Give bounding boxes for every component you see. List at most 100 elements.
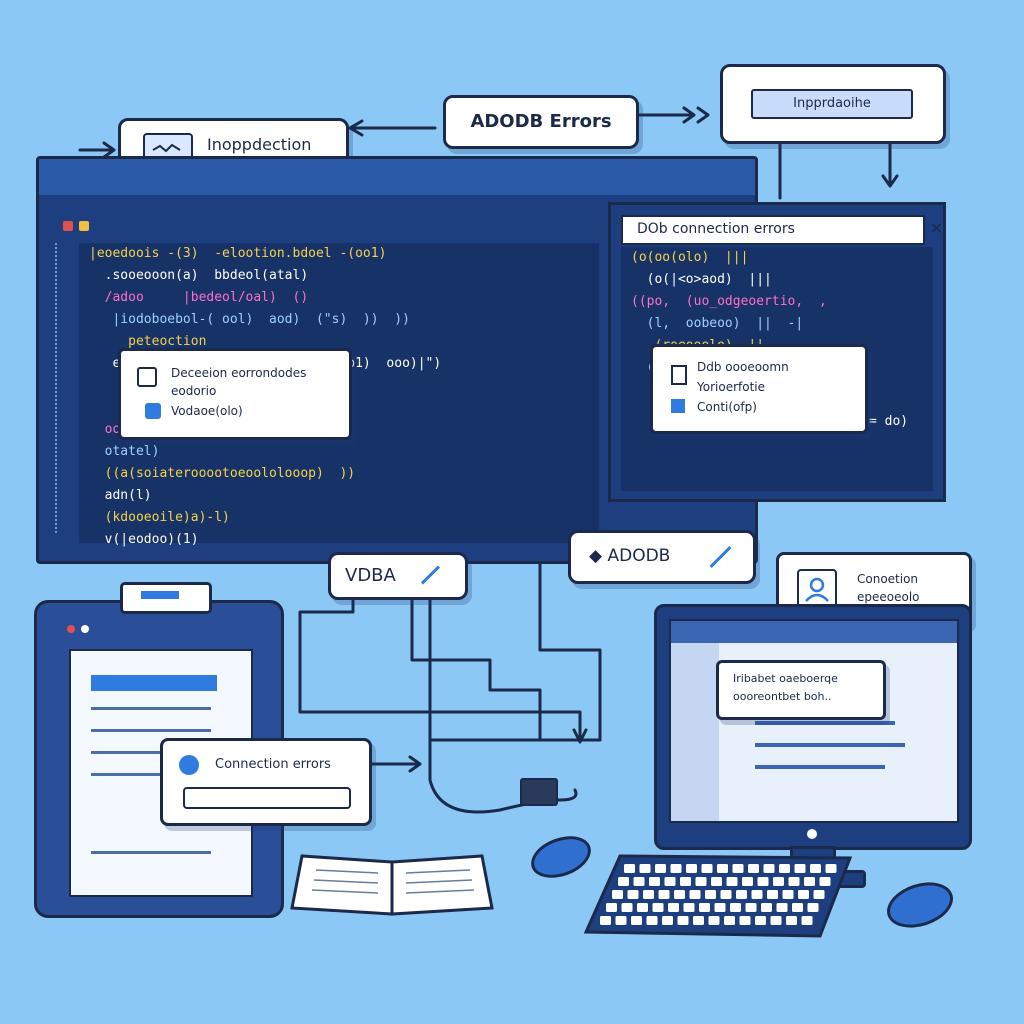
adodb-box[interactable]: ◆ ADODB: [568, 530, 756, 584]
keyboard-key: [813, 890, 825, 899]
tablet-header-bar: [91, 675, 217, 691]
code-line: |eoedoois -(3) -elootion.bdoel -(oo1): [89, 246, 387, 261]
keyboard-key: [621, 903, 633, 912]
vdba-box[interactable]: VDBA: [328, 552, 468, 600]
error-popup-line1: Yorioerfotie: [697, 380, 765, 394]
keyboard-key: [717, 864, 728, 873]
keyboard-key: [699, 903, 710, 912]
keyboard-key: [782, 890, 794, 899]
keyboard-key: [724, 916, 735, 925]
keyboard-key: [798, 890, 809, 899]
keyboard-key: [646, 916, 658, 925]
keyboard-key: [652, 903, 664, 912]
keyboard-key: [751, 890, 763, 899]
window-min-dot[interactable]: [79, 221, 89, 231]
keyboard-key: [757, 877, 769, 886]
code-line: (kdooeoile)a)-l): [89, 510, 230, 525]
connection-card-line1: Conoetion: [857, 572, 919, 586]
inspection-label: Inoppdection: [207, 135, 312, 154]
keyboard-icon: [583, 854, 853, 938]
code-line: (o(oo(olo) |||: [631, 250, 749, 265]
keyboard-key: [748, 864, 759, 873]
keyboard-key: [801, 916, 813, 925]
code-line: |iodoboebol-( ool) aod) ("s) )) )): [89, 312, 410, 327]
keyboard-key: [804, 877, 815, 886]
error-panel-header: DOb connection errors ✕: [621, 215, 943, 245]
keyboard-key: [763, 864, 775, 873]
checkbox-icon[interactable]: [145, 403, 161, 419]
left-popup-title: Deceeion eorrondodes: [171, 366, 307, 380]
tablet-dot-white: [81, 625, 89, 633]
close-icon[interactable]: ✕: [929, 219, 943, 238]
error-popup-line2: Conti(ofp): [697, 400, 757, 414]
usb-clip: [120, 582, 212, 614]
connection-errors-label: Connection errors: [215, 757, 331, 772]
keyboard-key: [742, 877, 753, 886]
keyboard-key: [670, 864, 682, 873]
diamond-icon: ◆: [589, 546, 603, 566]
keyboard-key: [726, 877, 738, 886]
monitor-screen[interactable]: [669, 619, 959, 823]
window-titlebar: [39, 159, 755, 195]
keyboard-key: [615, 916, 627, 925]
connection-errors-input[interactable]: [183, 787, 351, 809]
keyboard-key: [686, 864, 697, 873]
adodb-text: ADODB: [607, 546, 671, 566]
code-line: .sooeooon(a) bbdeol(atal): [89, 268, 309, 283]
pen-icon: [420, 565, 441, 585]
keyboard-key: [662, 916, 673, 925]
keyboard-key: [600, 916, 611, 925]
keyboard-key: [711, 877, 722, 886]
keyboard-key: [624, 864, 635, 873]
info-icon: [179, 755, 199, 775]
keyboard-key: [708, 916, 720, 925]
code-line: adn(l): [89, 488, 152, 503]
file-icon: [671, 365, 687, 385]
monitor-popup-line1: Iribabet oaeboerqe: [733, 672, 838, 685]
keyboard-key: [779, 864, 790, 873]
code-line: peteoction: [89, 334, 207, 349]
keyboard-key: [639, 864, 651, 873]
keyboard-key: [810, 864, 821, 873]
checkbox-icon-2[interactable]: [671, 399, 685, 413]
title-box: ADODB Errors: [443, 95, 639, 149]
code-line: (l, oobeoo) || -|: [631, 316, 804, 331]
monitor: [654, 604, 972, 850]
keyboard-key: [732, 864, 744, 873]
keyboard-key: [770, 916, 782, 925]
keyboard-key: [664, 877, 676, 886]
monitor-toolbar: [671, 621, 957, 643]
keyboard-key: [693, 916, 704, 925]
keyboard-key: [668, 903, 679, 912]
keyboard-key: [776, 903, 788, 912]
keyboard-key: [658, 890, 670, 899]
left-popup-line1: eodorio: [171, 384, 217, 398]
monitor-popup: Iribabet oaeboerqe oooreontbet boh..: [716, 660, 886, 720]
keyboard-key: [739, 916, 751, 925]
top-right-box[interactable]: Inpprdaoihe: [720, 64, 946, 144]
keyboard-key: [680, 877, 691, 886]
left-popup: Deceeion eorrondodes eodorio Vodaoe(olo): [118, 348, 352, 440]
keyboard-key: [606, 903, 617, 912]
top-right-field[interactable]: Inpprdaoihe: [751, 89, 913, 119]
keyboard-key: [649, 877, 660, 886]
keyboard-key: [720, 890, 732, 899]
keyboard-key: [655, 864, 666, 873]
keyboard-key: [637, 903, 648, 912]
error-popup: Ddb oooeoomn Yorioerfotie Conti(ofp): [650, 344, 868, 434]
connection-errors-box[interactable]: Connection errors: [160, 738, 372, 826]
code-line: otatel): [89, 444, 160, 459]
window-close-dot[interactable]: [63, 221, 73, 231]
adodb-label: ◆ ADODB: [589, 546, 670, 566]
keyboard-key: [767, 890, 778, 899]
tablet-dot-red: [67, 625, 75, 633]
keyboard-key: [792, 903, 803, 912]
code-line: v(|eodoo)(1): [89, 532, 199, 547]
code-line: (o(|<o>aod) |||: [631, 272, 772, 287]
keyboard-key: [745, 903, 757, 912]
book-icon: [290, 854, 494, 916]
keyboard-key: [788, 877, 800, 886]
keyboard-key: [674, 890, 685, 899]
keyboard-key: [761, 903, 772, 912]
top-right-label: Inpprdaoihe: [793, 96, 871, 111]
